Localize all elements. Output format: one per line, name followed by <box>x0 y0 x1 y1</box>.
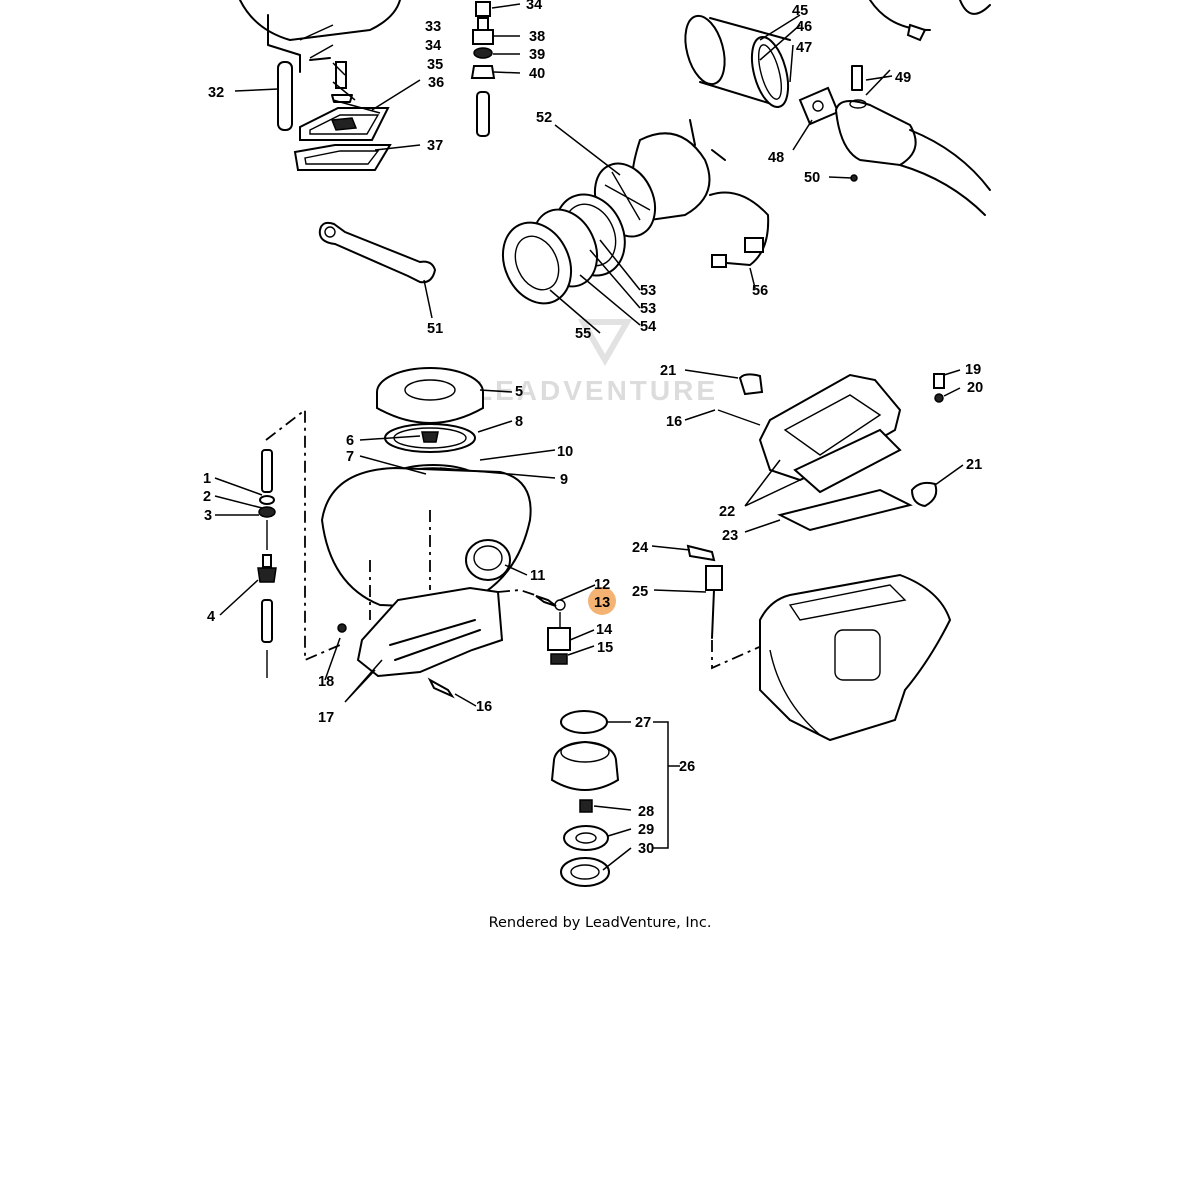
hose-path <box>265 408 341 662</box>
label-19: 19 <box>965 362 981 378</box>
label-51: 51 <box>427 321 443 337</box>
label-48: 48 <box>768 150 784 166</box>
label-26: 26 <box>679 759 695 775</box>
label-9: 9 <box>560 472 568 488</box>
label-54: 54 <box>640 319 656 335</box>
part-group-cap <box>550 710 620 887</box>
label-52: 52 <box>536 110 552 126</box>
label-21: 21 <box>660 363 676 379</box>
label-20: 20 <box>967 380 983 396</box>
label-16: 16 <box>476 699 492 715</box>
label-46: 46 <box>796 19 812 35</box>
label-12: 12 <box>594 577 610 593</box>
label-53: 53 <box>640 283 656 299</box>
label-45: 45 <box>792 3 808 19</box>
label-21-b: 21 <box>966 457 982 473</box>
label-18: 18 <box>318 674 334 690</box>
watermark-text: LEADVENTURE <box>475 375 718 406</box>
label-28: 28 <box>638 804 654 820</box>
part-group-air-filter <box>501 119 770 305</box>
label-17: 17 <box>318 710 334 726</box>
part-group-wrench <box>318 221 437 284</box>
label-13[interactable]: 13 <box>594 595 610 611</box>
label-38: 38 <box>529 29 545 45</box>
label-32: 32 <box>208 85 224 101</box>
label-56: 56 <box>752 283 768 299</box>
part-labels: 33 34 35 36 32 37 34 38 39 40 45 46 47 4… <box>203 0 983 857</box>
render-credit: Rendered by LeadVenture, Inc. <box>488 915 712 931</box>
label-30: 30 <box>638 841 654 857</box>
part-group-frame <box>686 373 952 742</box>
label-5: 5 <box>515 384 523 400</box>
label-35: 35 <box>427 57 443 73</box>
part-group-drain-valve <box>497 589 571 665</box>
label-8: 8 <box>515 414 523 430</box>
label-2: 2 <box>203 489 211 505</box>
part-group-hose-left <box>257 449 277 678</box>
label-25: 25 <box>632 584 648 600</box>
label-29: 29 <box>638 822 654 838</box>
part-group-tank <box>320 367 532 699</box>
label-34-b: 34 <box>526 0 542 13</box>
label-55: 55 <box>575 326 591 342</box>
label-16-b: 16 <box>666 414 682 430</box>
label-34: 34 <box>425 38 441 54</box>
label-6: 6 <box>346 433 354 449</box>
label-39: 39 <box>529 47 545 63</box>
label-36: 36 <box>428 75 444 91</box>
watermark: LEADVENTURE <box>475 319 718 406</box>
label-1: 1 <box>203 471 211 487</box>
label-7: 7 <box>346 449 354 465</box>
leader-lines <box>214 3 964 871</box>
label-4: 4 <box>207 609 215 625</box>
label-11: 11 <box>530 568 545 584</box>
label-50: 50 <box>804 170 820 186</box>
label-3: 3 <box>204 508 212 524</box>
label-47: 47 <box>796 40 812 56</box>
part-group-fittings <box>470 1 496 137</box>
label-24: 24 <box>632 540 648 556</box>
label-33: 33 <box>425 19 441 35</box>
label-22: 22 <box>719 504 735 520</box>
label-40: 40 <box>529 66 545 82</box>
label-37: 37 <box>427 138 443 154</box>
label-53-b: 53 <box>640 301 656 317</box>
part-group-hose-coupling <box>684 0 991 216</box>
highlight-marker[interactable] <box>588 587 616 615</box>
part-group-drain-assembly <box>239 0 401 171</box>
label-23: 23 <box>722 528 738 544</box>
label-15: 15 <box>597 640 613 656</box>
label-14: 14 <box>596 622 612 638</box>
label-27: 27 <box>635 715 651 731</box>
label-10: 10 <box>557 444 573 460</box>
label-49: 49 <box>895 70 911 86</box>
